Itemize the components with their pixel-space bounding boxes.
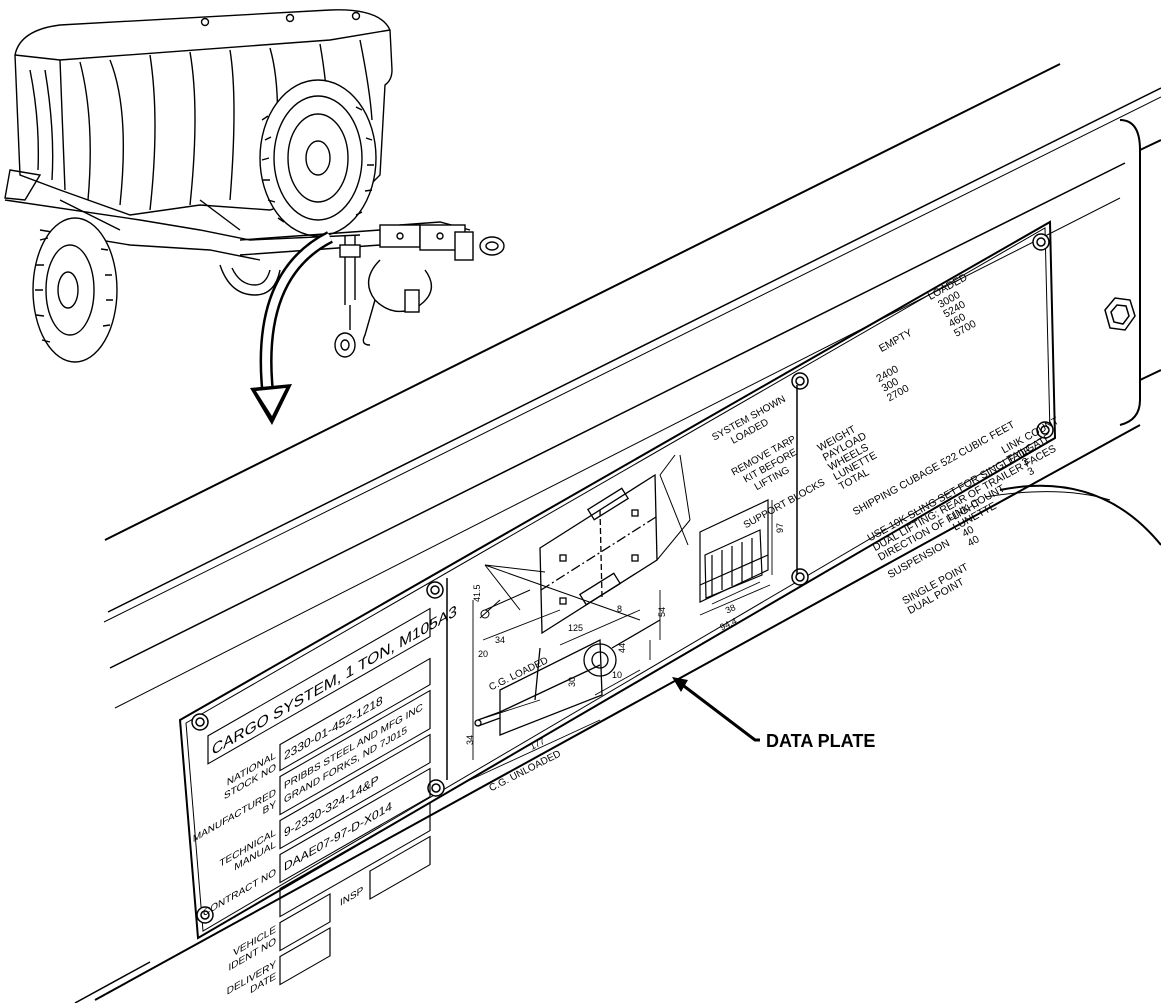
dim-8: 8 — [617, 604, 622, 614]
screw-icon — [791, 568, 809, 586]
dim-54: 54 — [657, 607, 667, 617]
dim-30: 30 — [567, 677, 577, 687]
dim-125: 125 — [568, 623, 583, 633]
trailer-body-rails — [74, 63, 1161, 1004]
label-insp: INSP — [340, 884, 363, 908]
screw-icon — [196, 906, 214, 924]
single-tailgate: 3 — [1020, 455, 1031, 468]
dim-10: 10 — [612, 670, 622, 680]
cg-loaded-label: C.G. LOADED — [487, 655, 550, 693]
screw-icon — [1032, 233, 1050, 251]
sling-lines — [479, 454, 691, 621]
single-lunette: 40 — [960, 524, 976, 540]
dim-41-5: 41.5 — [472, 584, 482, 602]
trailer-side-view — [474, 619, 661, 736]
data-plate-leader — [672, 677, 760, 742]
support-block-detail — [699, 499, 773, 616]
dim-20: 20 — [478, 649, 488, 659]
dim-34a: 34 — [495, 635, 505, 645]
trailer-illustration — [4, 9, 505, 363]
value-contract: DAAE07-97-D-X014 — [284, 798, 392, 874]
dim-97: 97 — [775, 523, 785, 533]
cargo-top-view — [539, 473, 658, 635]
left-panel: CARGO SYSTEM, 1 TON, M105A3 NATIONAL STO… — [193, 601, 457, 997]
hex-bolt-icon — [1104, 297, 1136, 331]
screw-icon — [191, 713, 209, 731]
dim-44: 44 — [617, 643, 627, 653]
data-plate-callout: DATA PLATE — [766, 731, 875, 751]
dual-tailgate: 3 — [1026, 465, 1037, 478]
curved-arrow-icon — [250, 231, 334, 425]
screw-icon — [427, 779, 445, 797]
header-empty: EMPTY — [877, 327, 914, 355]
label-contract: CONTRACT NO — [203, 867, 276, 920]
dual-lunette: 40 — [965, 533, 981, 549]
cg-unloaded-label: C.G. UNLOADED — [488, 749, 563, 795]
dim-38: 38 — [724, 602, 737, 615]
plate-screws — [191, 233, 1054, 924]
lift-point-icon — [480, 609, 490, 619]
screw-icon — [791, 372, 809, 390]
screw-icon — [1036, 421, 1054, 439]
panel-dividers — [446, 385, 798, 780]
dim-34b: 34 — [465, 735, 475, 745]
screw-icon — [426, 581, 444, 599]
